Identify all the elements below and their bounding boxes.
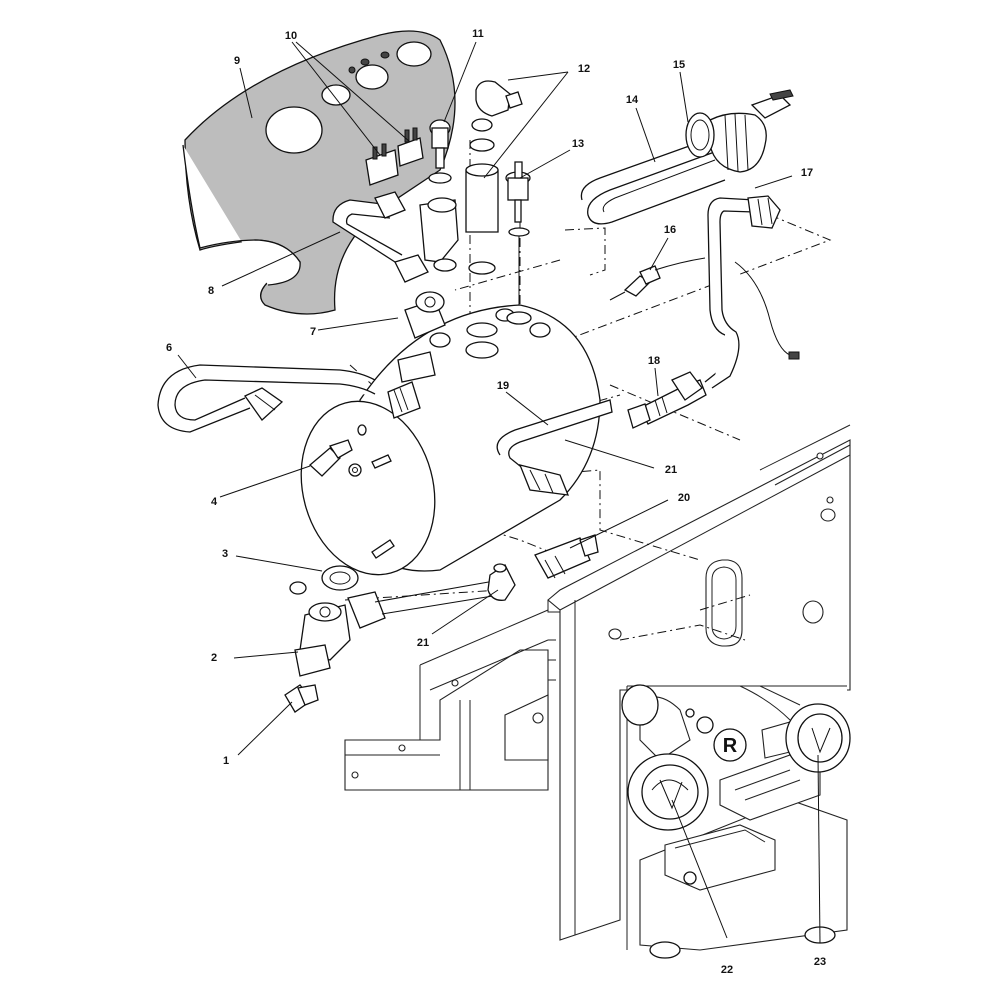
valve-11	[428, 119, 452, 184]
callout-10: 10	[285, 30, 297, 42]
callout-7: 7	[310, 326, 316, 338]
pipe-17	[704, 195, 800, 389]
fitting-stack-12	[465, 80, 523, 359]
callout-23: 23	[814, 956, 826, 968]
callout-18: 18	[648, 355, 660, 367]
washer-3	[289, 565, 359, 595]
callout-21-lower: 21	[417, 637, 429, 649]
boiler-shroud	[182, 30, 456, 315]
callout-22: 22	[721, 964, 733, 976]
callout-3: 3	[222, 548, 228, 560]
callout-8: 8	[208, 285, 214, 297]
inset-detail-panel: R	[621, 684, 851, 959]
pressure-gauge-22	[627, 753, 709, 831]
callout-19: 19	[497, 380, 509, 392]
callout-21-upper: 21	[665, 464, 677, 476]
probe-16	[609, 257, 706, 301]
callout-16: 16	[664, 224, 676, 236]
callout-15: 15	[673, 59, 685, 71]
callout-17: 17	[801, 167, 813, 179]
callout-4: 4	[211, 496, 218, 508]
callout-2: 2	[211, 652, 217, 664]
fitting-20	[534, 534, 599, 579]
pressure-switches-10	[365, 127, 424, 186]
pipe-19	[496, 399, 613, 496]
callout-13: 13	[572, 138, 584, 150]
brand-badge	[713, 728, 747, 762]
callout-1: 1	[223, 755, 229, 767]
callout-12: 12	[578, 63, 590, 75]
pressure-gauge-23	[761, 703, 851, 773]
brand-badge-letter: R	[723, 735, 738, 757]
elbow-fitting-4	[309, 439, 353, 477]
elbow-21	[487, 563, 516, 601]
callout-6: 6	[166, 342, 172, 354]
callout-11: 11	[472, 28, 484, 40]
leader-lines	[177, 41, 821, 944]
long-pipe-6	[157, 364, 376, 433]
tee-fitting	[419, 197, 459, 272]
heating-element	[580, 89, 794, 225]
fitting-7	[387, 291, 451, 419]
stud-screw	[371, 454, 395, 559]
fitting-18	[627, 371, 707, 429]
tee-fitting-2	[294, 579, 506, 677]
callout-labels: 1 2 3 4 6 7 8 9 10 11 12 13 14 15 16 17 …	[166, 28, 826, 976]
callout-14: 14	[626, 94, 639, 106]
pipe-8	[332, 191, 429, 283]
sensor-13	[505, 161, 532, 325]
callout-9: 9	[234, 55, 240, 67]
elbow-1	[284, 684, 319, 713]
callout-20: 20	[678, 492, 690, 504]
